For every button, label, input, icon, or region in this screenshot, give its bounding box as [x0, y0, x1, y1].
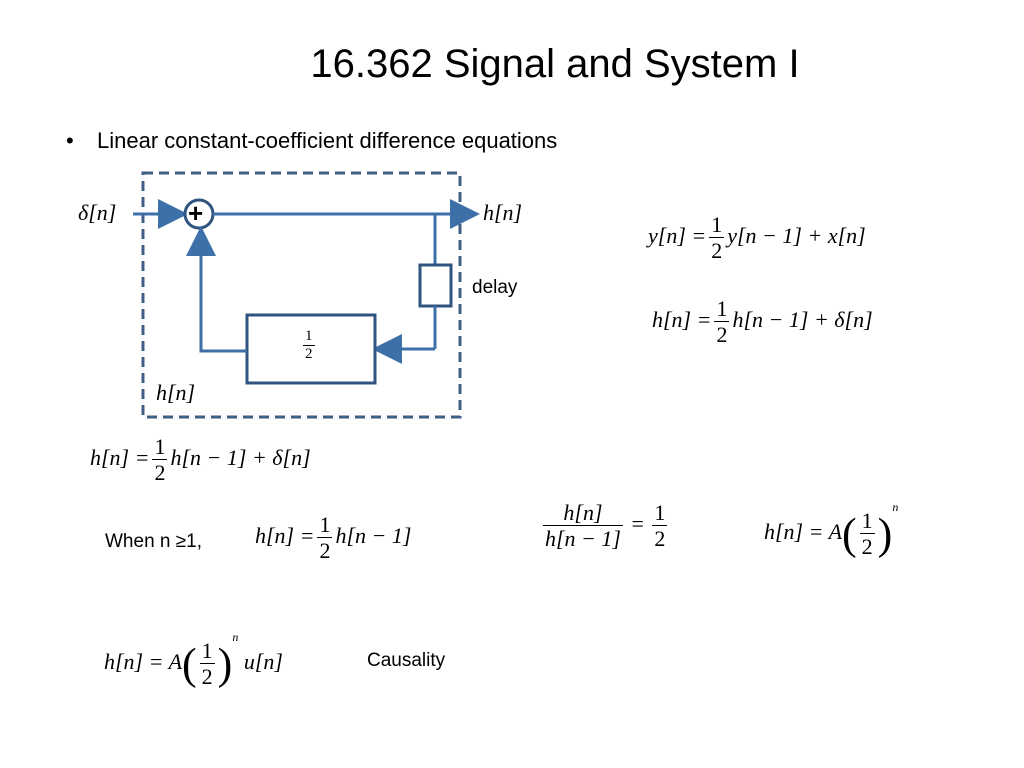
output-label: h[n] [483, 200, 523, 225]
input-label: δ[n] [78, 200, 117, 225]
adder-plus-symbol: + [188, 198, 204, 228]
system-boundary [141, 171, 462, 419]
causality-label: Causality [367, 650, 446, 671]
gain-block [245, 313, 377, 385]
feedback-line [186, 226, 247, 353]
feedback-label: h[n] [156, 380, 196, 405]
when-condition-label: When n ≥1, [105, 531, 203, 552]
delay-block [418, 263, 453, 308]
slide-title: 16.362 Signal and System I [310, 42, 800, 86]
delay-label: delay [472, 277, 518, 298]
bullet-text: Linear constant-coefficient difference e… [97, 128, 558, 153]
bullet-marker: • [66, 128, 74, 153]
